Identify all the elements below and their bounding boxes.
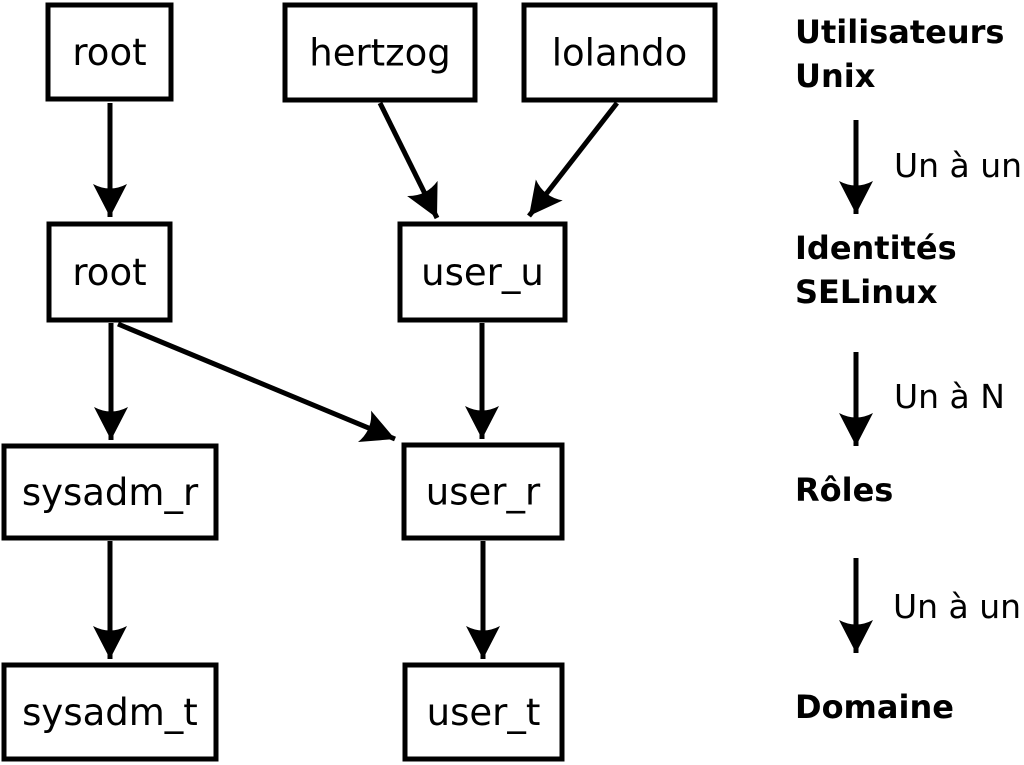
node-selinux-root-box: [46, 221, 173, 323]
node-sysadm-t-label: sysadm_t: [22, 691, 198, 734]
legend-heading-unix-users-line2: Unix: [795, 57, 876, 95]
legend-heading-roles: Rôles: [795, 471, 893, 509]
node-sysadm-t-box: [1, 662, 219, 762]
legend-relation-2-label: Un à N: [894, 377, 1005, 416]
node-user-u: user_u: [397, 221, 568, 323]
node-hertzog: hertzog: [282, 2, 478, 103]
edge-selinuxroot-to-userr: [117, 321, 396, 443]
edge-lolando-to-useru: [527, 101, 619, 218]
node-lolando-box: [521, 2, 718, 103]
node-user-u-label: user_u: [421, 251, 544, 294]
legend-heading-domain: Domaine: [795, 688, 954, 726]
node-unix-root-box: [45, 2, 174, 102]
node-user-t-box: [402, 662, 565, 762]
node-sysadm-r-label: sysadm_r: [22, 471, 199, 514]
node-unix-root-label: root: [72, 31, 146, 74]
node-lolando-label: lolando: [552, 31, 687, 74]
node-selinux-root: root: [46, 221, 173, 323]
legend: Utilisateurs Unix Un à un Identités SELi…: [795, 13, 1022, 726]
legend-relation-1-label: Un à un: [894, 146, 1022, 185]
node-user-t: user_t: [402, 662, 565, 762]
node-hertzog-box: [282, 2, 478, 103]
node-user-r-box: [401, 442, 565, 541]
legend-heading-selinux-identities-line2: SELinux: [795, 273, 938, 311]
legend-relation-3-label: Un à un: [893, 587, 1021, 626]
edge-hertzog-to-useru: [377, 101, 440, 220]
node-user-u-box: [397, 221, 568, 323]
legend-heading-selinux-identities-line1: Identités: [795, 229, 957, 267]
node-sysadm-r: sysadm_r: [1, 443, 219, 541]
node-hertzog-label: hertzog: [309, 31, 450, 74]
node-user-r-label: user_r: [426, 470, 541, 513]
node-sysadm-r-box: [1, 443, 219, 541]
node-sysadm-t: sysadm_t: [1, 662, 219, 762]
legend-heading-unix-users-line1: Utilisateurs: [795, 13, 1004, 51]
node-unix-root: root: [45, 2, 174, 102]
node-lolando: lolando: [521, 2, 718, 103]
node-user-r: user_r: [401, 442, 565, 541]
node-user-t-label: user_t: [427, 691, 541, 734]
node-selinux-root-label: root: [72, 251, 146, 294]
